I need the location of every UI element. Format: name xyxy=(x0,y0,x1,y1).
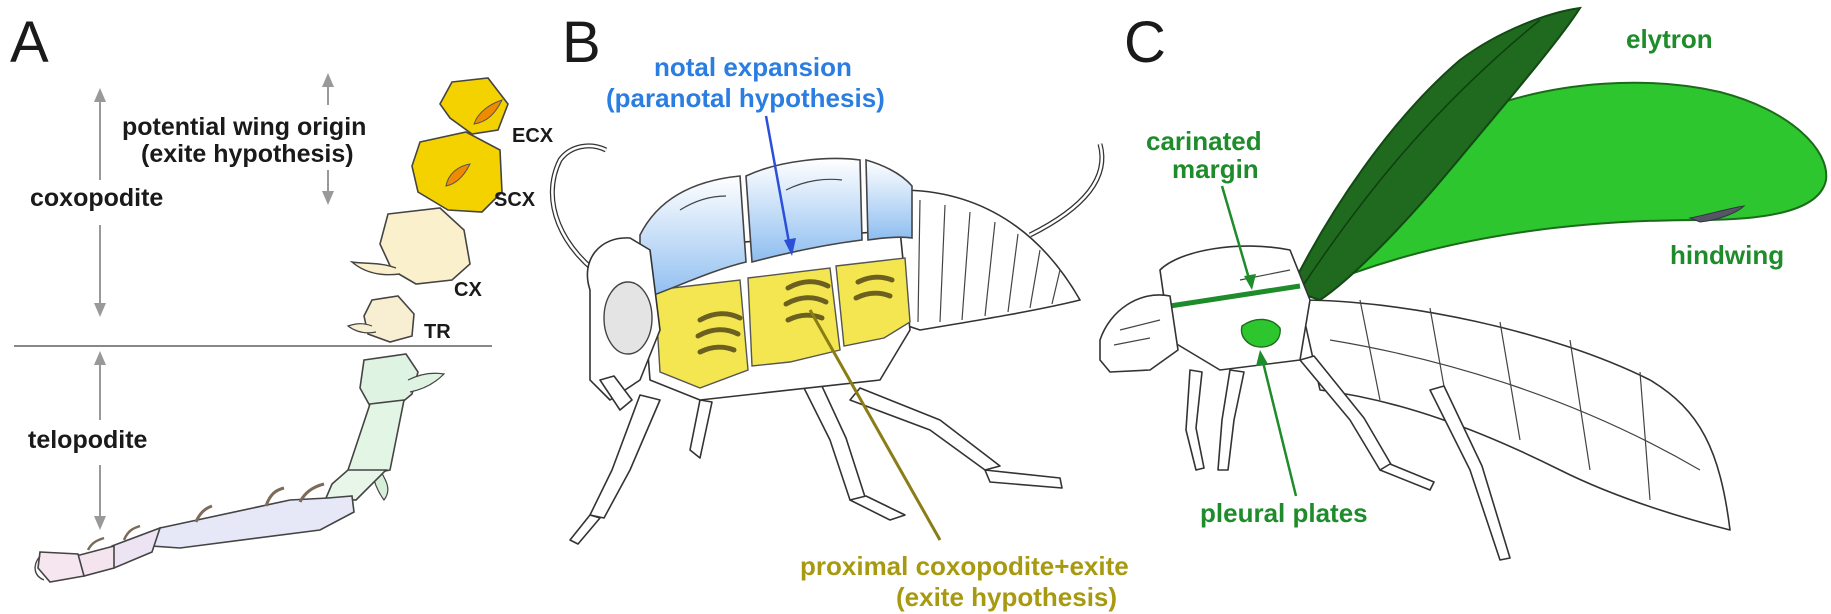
compound-eye-b xyxy=(604,282,652,354)
carinated-margin-label-line2: margin xyxy=(1172,154,1259,184)
coxopodite-label: coxopodite xyxy=(30,184,163,212)
telopodite-label: telopodite xyxy=(28,426,148,454)
scx-label: SCX xyxy=(494,189,536,211)
tr-segment xyxy=(348,296,414,342)
panel-c: C xyxy=(1100,8,1826,560)
pleural-plate xyxy=(1242,319,1281,347)
head-b xyxy=(587,238,660,410)
panel-a-letter: A xyxy=(10,10,49,75)
cx-label: CX xyxy=(454,279,482,301)
panel-b-letter: B xyxy=(562,10,601,75)
panel-c-letter: C xyxy=(1124,10,1166,75)
proximal-coxopodite-label-line1: proximal coxopodite+exite xyxy=(800,551,1129,581)
abdomen-b xyxy=(890,190,1080,330)
wing-origin-label-line1: potential wing origin xyxy=(122,113,366,141)
carinated-margin-label-line1: carinated xyxy=(1146,126,1262,156)
ecx-label: ECX xyxy=(512,125,554,147)
abdomen-c xyxy=(1300,300,1730,530)
panel-a: A coxopodite telopodite potential wing o… xyxy=(10,10,554,582)
cx-segment xyxy=(352,208,470,284)
scx-segment xyxy=(412,132,502,212)
pleural-pointer-arrow xyxy=(1256,350,1296,496)
thorax-c xyxy=(1160,246,1310,370)
notal-expansion-label-line2: (paranotal hypothesis) xyxy=(606,83,885,113)
wing-origin-label-line2: (exite hypothesis) xyxy=(141,140,354,168)
tr-label: TR xyxy=(424,321,451,343)
panel-b: B xyxy=(552,10,1128,612)
hindwing-label: hindwing xyxy=(1670,240,1784,270)
head-c xyxy=(1100,295,1178,372)
proximal-coxopodite-label-line2: (exite hypothesis) xyxy=(896,582,1117,612)
elytron-label: elytron xyxy=(1626,24,1713,54)
notal-expansion-label-line1: notal expansion xyxy=(654,52,852,82)
ecx-segment xyxy=(440,78,508,134)
telopodite-leg xyxy=(35,354,444,582)
pleural-plates-label: pleural plates xyxy=(1200,498,1368,528)
